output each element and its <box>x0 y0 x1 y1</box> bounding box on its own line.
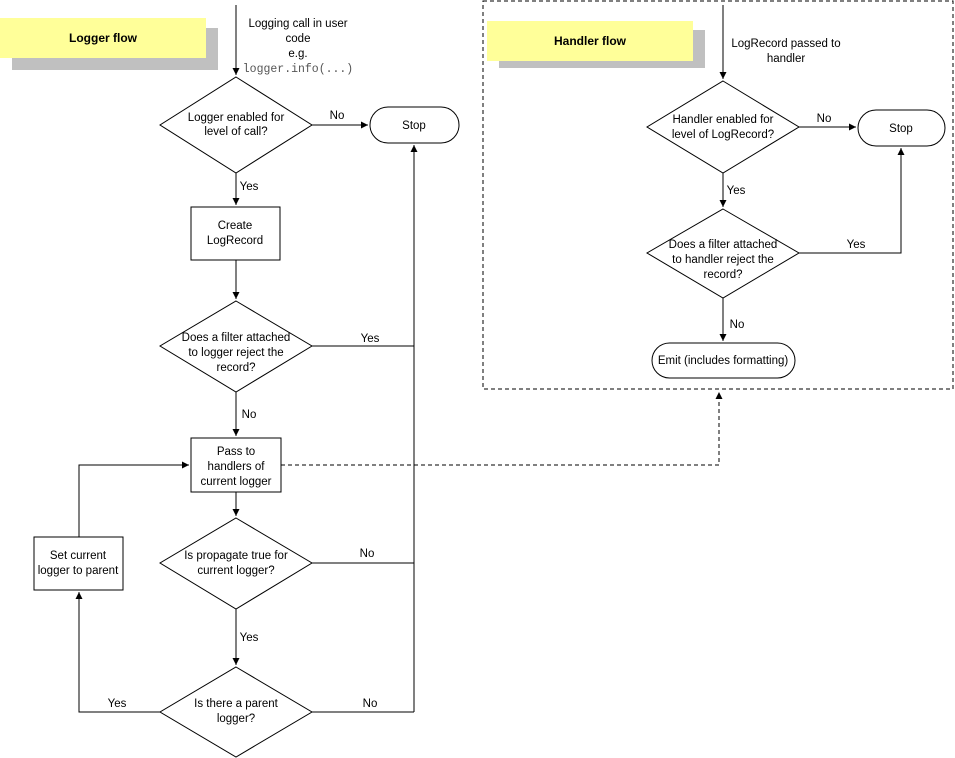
pass-to-handlers-line-3: current logger <box>201 476 272 488</box>
propagate-line-2: current logger? <box>197 565 274 577</box>
handler-entry-line-1: LogRecord passed to <box>731 38 840 50</box>
logger-stop-label: Stop <box>402 120 426 132</box>
label-filter-no: No <box>242 409 257 421</box>
emit-terminal: Emit (includes formatting) <box>651 342 796 379</box>
label-parent-no: No <box>363 698 378 710</box>
logger-entry-code: logger.info(...) <box>243 63 353 76</box>
label-handler-filter-yes: Yes <box>847 239 866 251</box>
handler-enabled-decision: Handler enabled for level of LogRecord? <box>646 80 800 174</box>
logger-stop-terminal: Stop <box>369 106 460 144</box>
label-handler-enabled-yes: Yes <box>727 185 746 197</box>
parent-line-2: logger? <box>217 713 255 725</box>
logger-entry-text: Logging call in user code e.g. logger.in… <box>243 18 353 76</box>
arrow-pass-to-handler-flow <box>281 392 723 466</box>
logger-filter-decision: Does a filter attached to logger reject … <box>159 300 313 393</box>
logger-flow-title: Logger flow <box>69 31 138 45</box>
label-filter-yes: Yes <box>361 333 380 345</box>
arrow-parent-yes-to-set-parent <box>75 592 160 713</box>
propagate-line-1: Is propagate true for <box>184 550 288 562</box>
label-parent-yes: Yes <box>108 698 127 710</box>
handler-enabled-line-1: Handler enabled for <box>672 114 773 126</box>
handler-filter-line-2: to handler reject the <box>672 254 774 266</box>
handler-stop-label: Stop <box>889 123 913 135</box>
create-logrecord-line-2: LogRecord <box>207 235 263 247</box>
label-handler-enabled-no: No <box>817 113 832 125</box>
handler-flow-border <box>482 0 954 390</box>
logger-enabled-line-1: Logger enabled for <box>188 112 285 124</box>
set-parent-line-1: Set current <box>50 550 107 562</box>
logger-flow-title-note: Logger flow <box>0 18 218 70</box>
label-enabled-no: No <box>330 110 345 122</box>
handler-enabled-line-2: level of LogRecord? <box>672 129 774 141</box>
parent-decision: Is there a parent logger? <box>159 666 313 758</box>
handler-filter-line-1: Does a filter attached <box>669 239 778 251</box>
label-enabled-yes: Yes <box>240 181 259 193</box>
label-propagate-yes: Yes <box>240 632 259 644</box>
logger-entry-line-1: Logging call in user <box>248 18 347 30</box>
arrow-set-parent-to-pass <box>78 461 189 537</box>
label-propagate-no: No <box>360 548 375 560</box>
handler-filter-line-3: record? <box>704 269 743 281</box>
logger-entry-line-2: code <box>286 33 311 45</box>
create-logrecord-line-1: Create <box>218 220 253 232</box>
handler-flow-title-note: Handler flow <box>487 21 705 68</box>
logger-filter-line-1: Does a filter attached <box>182 332 291 344</box>
logger-enabled-decision: Logger enabled for level of call? <box>159 76 313 174</box>
handler-flow-title: Handler flow <box>554 34 627 48</box>
set-parent-box: Set current logger to parent <box>33 536 124 591</box>
handler-entry-line-2: handler <box>767 53 806 65</box>
handler-stop-terminal: Stop <box>857 109 946 147</box>
create-logrecord-box: Create LogRecord <box>190 206 281 261</box>
handler-filter-decision: Does a filter attached to handler reject… <box>646 208 800 299</box>
arrow-handler-filter-yes-to-stop <box>799 148 905 254</box>
pass-to-handlers-line-2: handlers of <box>208 461 266 473</box>
handler-flow: Handler flow LogRecord passed to handler… <box>482 0 954 390</box>
emit-label: Emit (includes formatting) <box>658 355 789 367</box>
parent-line-1: Is there a parent <box>194 698 279 710</box>
pass-to-handlers-box: Pass to handlers of current logger <box>190 437 282 493</box>
set-parent-line-2: logger to parent <box>38 565 119 577</box>
logger-filter-line-2: to logger reject the <box>188 347 283 359</box>
pass-to-handlers-line-1: Pass to <box>217 446 255 458</box>
logger-enabled-line-2: level of call? <box>204 126 267 138</box>
label-handler-filter-no: No <box>730 319 745 331</box>
handler-entry-text: LogRecord passed to handler <box>731 38 840 65</box>
logger-flow: Logger flow Logging call in user code e.… <box>0 5 723 758</box>
logger-entry-line-3: e.g. <box>288 48 307 60</box>
logger-filter-line-3: record? <box>217 362 256 374</box>
propagate-decision: Is propagate true for current logger? <box>159 517 313 610</box>
